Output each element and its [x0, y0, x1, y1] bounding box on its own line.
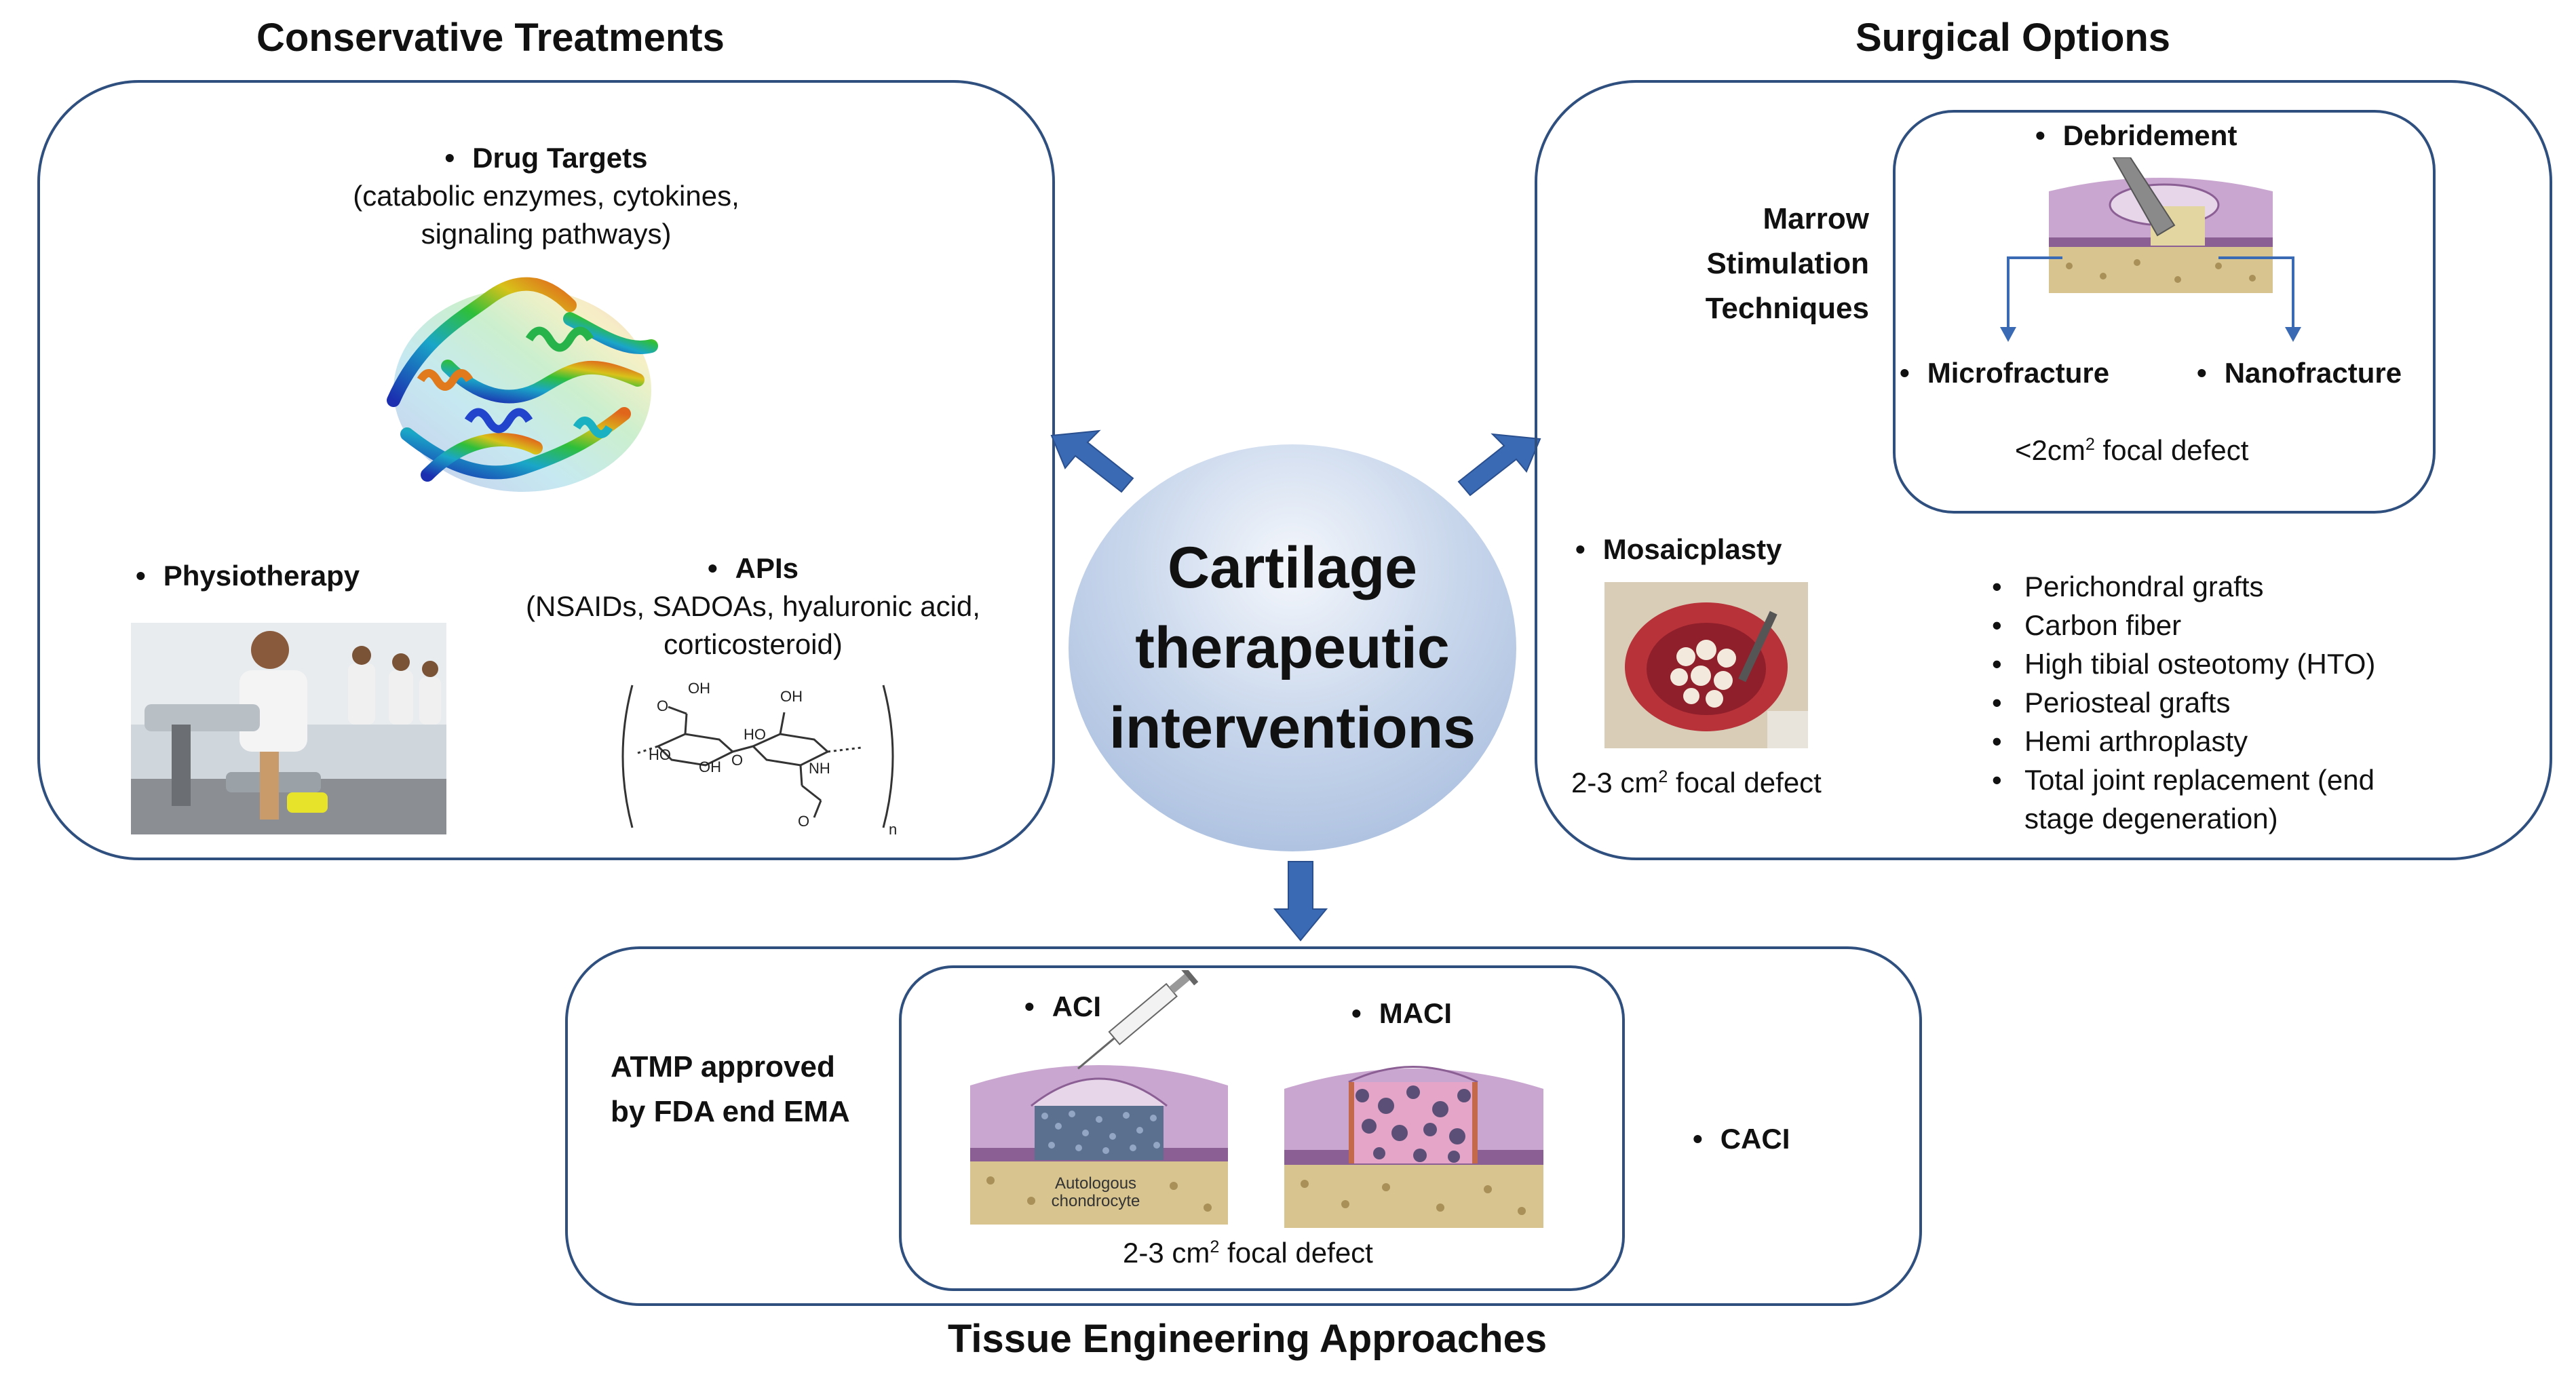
option-total-joint-replacement-cont: stage degeneration): [2024, 803, 2278, 834]
arrow-to-tissue-icon: [1273, 861, 1328, 942]
caci-label: •CACI: [1693, 1123, 1790, 1155]
mosaic-focal-defect-label: 2-3 cm2 focal defect: [1571, 767, 1822, 798]
conservative-treatments-panel: [37, 80, 1055, 860]
molecule-label-oh-1: OH: [688, 680, 710, 697]
drug-targets-label: •Drug Targets: [444, 142, 648, 174]
debridement-split-arrows: [2000, 256, 2301, 342]
molecule-label-o-2: O: [731, 752, 743, 769]
option-total-joint-replacement: Total joint replacement (end: [1986, 761, 2475, 799]
center-title-line-1: Cartilage: [1167, 535, 1417, 600]
aci-caption-line-2: chondrocyte: [1052, 1192, 1140, 1210]
physiotherapy-photo: [131, 623, 446, 834]
molecule-label-nh: NH: [809, 760, 830, 777]
molecule-label-n: n: [889, 821, 897, 838]
marrow-stimulation-box: [1893, 110, 2436, 514]
arrow-to-surgical-icon: [1457, 433, 1541, 497]
molecule-label-oh-2: OH: [780, 688, 803, 705]
molecule-label-ho-1: HO: [649, 746, 671, 763]
center-circle: Cartilage therapeutic interventions: [1069, 444, 1516, 851]
surgical-options-title: Surgical Options: [1856, 16, 2171, 60]
molecule-label-o-1: O: [657, 697, 668, 714]
tissue-engineering-panel: [565, 946, 1922, 1306]
hyaluronic-acid-structure: OH O HO HO OH O OH NH O n: [621, 680, 897, 838]
maci-illustration: [1284, 1066, 1543, 1228]
microfracture-label: •Microfracture: [1900, 357, 2110, 389]
option-high-tibial-osteotomy: High tibial osteotomy (HTO): [1986, 644, 2475, 683]
option-periosteal-grafts: Periosteal grafts: [1986, 683, 2475, 722]
aci-maci-box: [899, 965, 1625, 1291]
physiotherapy-label: •Physiotherapy: [136, 560, 360, 592]
center-title-line-3: interventions: [1109, 695, 1476, 761]
maci-label: •MACI: [1351, 997, 1453, 1029]
marrow-line-1: Marrow: [1763, 202, 1869, 235]
apis-detail-1: (NSAIDs, SADOAs, hyaluronic acid,: [526, 590, 980, 622]
other-surgical-options-list: Perichondral grafts Carbon fiber High ti…: [1986, 567, 2475, 838]
molecule-label-oh-3: OH: [699, 758, 721, 775]
aci-caption-line-1: Autologous: [1055, 1174, 1136, 1193]
nanofracture-label: •Nanofracture: [2197, 357, 2402, 389]
atmp-line-2: by FDA end EMA: [611, 1095, 850, 1128]
atmp-approved-label: ATMP approved by FDA end EMA: [611, 1045, 850, 1134]
aci-label: •ACI: [1024, 990, 1102, 1022]
option-hemi-arthroplasty: Hemi arthroplasty: [1986, 722, 2475, 761]
marrow-stimulation-label: Marrow Stimulation Techniques: [1645, 197, 1869, 331]
drug-targets-detail-1: (catabolic enzymes, cytokines,: [353, 180, 739, 212]
marrow-line-2: Stimulation: [1706, 247, 1869, 280]
apis-detail-2: corticosteroid): [664, 628, 843, 660]
molecule-label-ho-2: HO: [744, 726, 766, 743]
aci-illustration: Autologous chondrocyte: [970, 970, 1228, 1225]
debridement-label: •Debridement: [2035, 119, 2237, 151]
arrow-to-conservative-icon: [1050, 429, 1134, 493]
apis-label: •APIs: [707, 552, 799, 584]
mosaicplasty-photo: [1604, 582, 1808, 748]
debridement-illustration: [2049, 157, 2273, 293]
apis-block: •APIs (NSAIDs, SADOAs, hyaluronic acid, …: [516, 550, 991, 663]
protein-structure-image: [387, 277, 658, 492]
mosaicplasty-label: •Mosaicplasty: [1575, 533, 1782, 565]
molecule-label-o-3: O: [798, 813, 809, 830]
center-title: Cartilage therapeutic interventions: [1109, 528, 1476, 768]
option-carbon-fiber: Carbon fiber: [1986, 606, 2475, 644]
option-perichondral-grafts: Perichondral grafts: [1986, 567, 2475, 606]
atmp-line-1: ATMP approved: [611, 1050, 835, 1083]
small-focal-defect-label: <2cm2 focal defect: [2015, 434, 2249, 466]
marrow-line-3: Techniques: [1705, 292, 1869, 325]
drug-targets-detail-2: signaling pathways): [421, 218, 672, 250]
tissue-focal-defect-label: 2-3 cm2 focal defect: [1123, 1237, 1373, 1269]
surgical-options-panel: [1535, 80, 2552, 860]
center-title-line-2: therapeutic: [1135, 615, 1450, 680]
conservative-treatments-title: Conservative Treatments: [256, 16, 725, 60]
drug-targets-block: •Drug Targets (catabolic enzymes, cytoki…: [285, 139, 807, 253]
tissue-engineering-title: Tissue Engineering Approaches: [948, 1317, 1547, 1361]
